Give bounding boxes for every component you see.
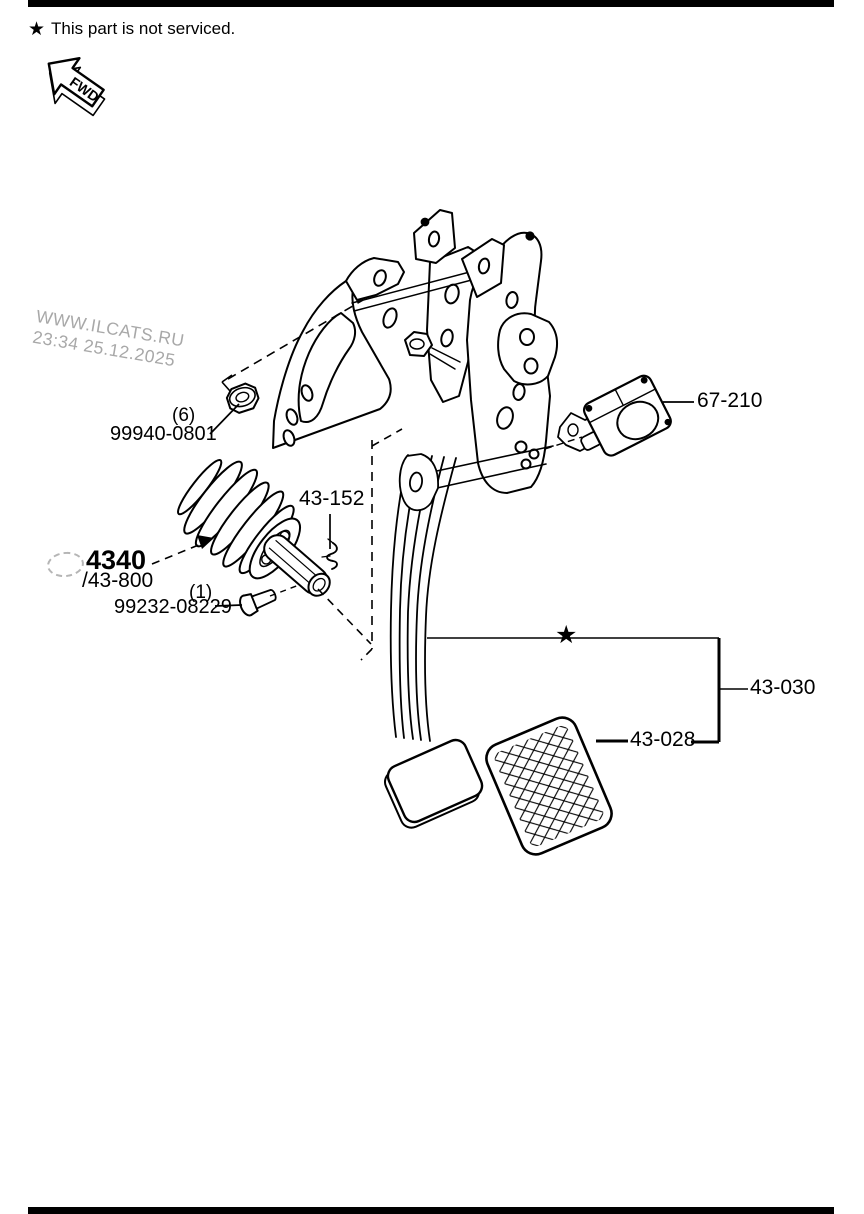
star-glyph: ★ — [28, 18, 46, 40]
bottom-border-bar — [28, 1207, 834, 1214]
note-text: This part is not serviced. — [51, 19, 236, 38]
label-boot-ref-sub[interactable]: /43-800 — [82, 569, 154, 592]
pedal-bracket-drawing — [272, 209, 558, 494]
label-nut-part[interactable]: 99940-0801 — [110, 423, 217, 445]
label-assembly-part[interactable]: 43-030 — [750, 676, 816, 699]
label-clip-part[interactable]: 43-152 — [299, 487, 365, 510]
pedal-pad-drawing — [485, 716, 613, 856]
fwd-arrow-icon: FWD — [47, 57, 106, 117]
leader-lines — [209, 401, 748, 744]
diagram-star-marker: ★ — [555, 621, 578, 649]
clevis-pin-bolt-drawing — [239, 589, 277, 617]
clevis-drawing — [263, 534, 331, 597]
label-switch-part[interactable]: 67-210 — [697, 389, 763, 412]
dashed-assembly-lines — [151, 299, 583, 661]
flange-nut-drawing — [225, 382, 260, 414]
top-border-bar — [28, 0, 834, 7]
label-bolt-part[interactable]: 99232-08229 — [114, 596, 232, 618]
pedal-arm-drawing — [389, 453, 457, 742]
label-bolt-qty: (1) — [189, 582, 213, 603]
label-pad-part[interactable]: 43-028 — [630, 728, 696, 751]
not-serviced-note: ★ This part is not serviced. — [28, 19, 235, 39]
label-boot-ref[interactable]: 4340 — [86, 545, 147, 575]
pedal-plate-drawing — [384, 738, 484, 829]
pivot-bolt-drawing — [404, 331, 461, 370]
stop-lamp-switch-drawing — [557, 374, 672, 457]
label-nut-qty: (6) — [172, 405, 196, 426]
